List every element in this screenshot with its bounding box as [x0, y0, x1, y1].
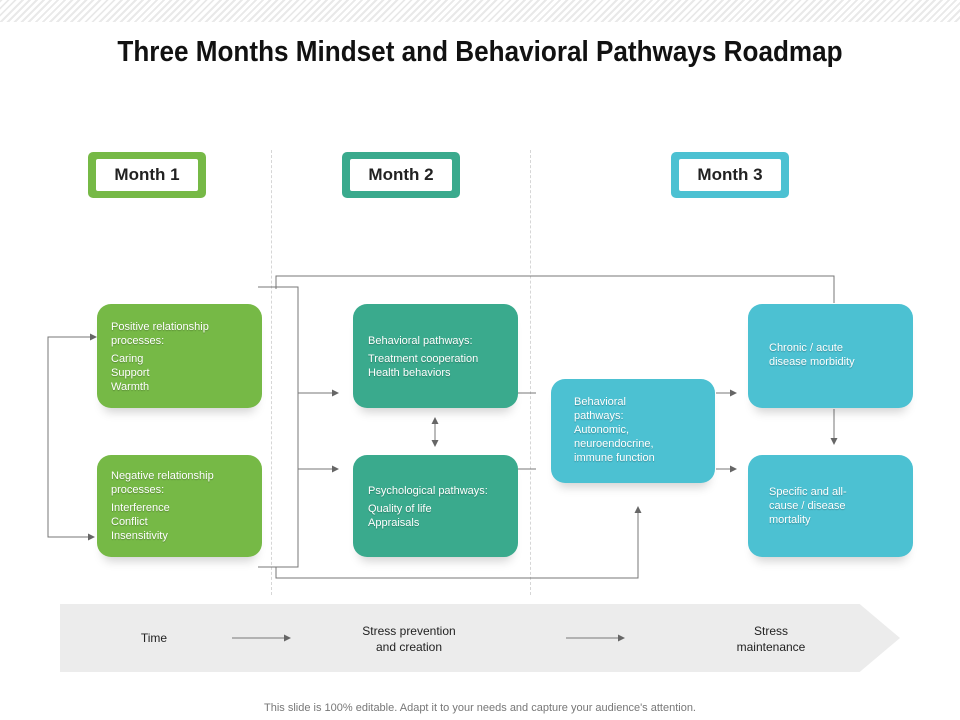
- stress-maintenance-line-2: maintenance: [736, 640, 806, 654]
- biological-pathways-node: Behavioral pathways: Autonomic, neuroend…: [551, 379, 715, 483]
- behavioral-item-health: Health behaviors: [368, 367, 451, 379]
- biological-line-3: Autonomic,: [574, 424, 630, 436]
- positive-item-support: Support: [111, 367, 150, 379]
- psychological-heading: Psychological pathways:: [368, 485, 488, 497]
- stress-prevention-line-2: and creation: [375, 640, 443, 654]
- negative-heading: Negative relationship processes:: [111, 470, 214, 496]
- footer-note: This slide is 100% editable. Adapt it to…: [264, 702, 696, 714]
- top-stripe: [0, 0, 960, 22]
- stress-prevention-line-1: Stress prevention: [362, 624, 456, 638]
- positive-item-warmth: Warmth: [111, 381, 150, 393]
- morbidity-node: Chronic / acute disease morbidity: [748, 304, 913, 408]
- timeline-stress-maintenance: Stress maintenance: [711, 623, 831, 655]
- month-2-badge: Month 2: [342, 152, 460, 198]
- column-divider-2: [530, 150, 531, 595]
- morbidity-line-2: disease morbidity: [769, 356, 855, 368]
- timeline-stress-prevention: Stress prevention and creation: [339, 623, 479, 655]
- behavioral-pathways-node: Behavioral pathways: Treatment cooperati…: [353, 304, 518, 408]
- mortality-line-2: cause / disease: [769, 500, 846, 512]
- timeline-band: [60, 604, 900, 672]
- mortality-line-3: mortality: [769, 514, 811, 526]
- positive-relationship-node: Positive relationship processes: Caring …: [97, 304, 262, 408]
- psychological-item-quality: Quality of life: [368, 503, 432, 515]
- column-divider-1: [271, 150, 272, 595]
- month-1-label: Month 1: [96, 159, 198, 191]
- biological-line-5: immune function: [574, 452, 655, 464]
- stress-maintenance-line-1: Stress: [753, 624, 788, 638]
- morbidity-line-1: Chronic / acute: [769, 342, 843, 354]
- behavioral-item-treatment: Treatment cooperation: [368, 353, 479, 365]
- negative-item-conflict: Conflict: [111, 516, 148, 528]
- month-1-badge: Month 1: [88, 152, 206, 198]
- negative-item-insensitivity: Insensitivity: [111, 530, 168, 542]
- psychological-item-appraisals: Appraisals: [368, 517, 420, 529]
- month-3-badge: Month 3: [671, 152, 789, 198]
- negative-item-interference: Interference: [111, 502, 170, 514]
- biological-line-1: Behavioral: [574, 396, 626, 408]
- mortality-node: Specific and all- cause / disease mortal…: [748, 455, 913, 557]
- month-2-label: Month 2: [350, 159, 452, 191]
- slide-title: Three Months Mindset and Behavioral Path…: [117, 36, 843, 68]
- behavioral-heading: Behavioral pathways:: [368, 335, 473, 347]
- timeline-time-label: Time: [140, 631, 168, 645]
- biological-line-4: neuroendocrine,: [574, 438, 654, 450]
- biological-line-2: pathways:: [574, 410, 624, 422]
- negative-relationship-node: Negative relationship processes: Interfe…: [97, 455, 262, 557]
- positive-heading: Positive relationship processes:: [111, 321, 209, 347]
- positive-item-caring: Caring: [111, 353, 144, 365]
- mortality-line-1: Specific and all-: [769, 486, 847, 498]
- psychological-pathways-node: Psychological pathways: Quality of life …: [353, 455, 518, 557]
- month-3-label: Month 3: [679, 159, 781, 191]
